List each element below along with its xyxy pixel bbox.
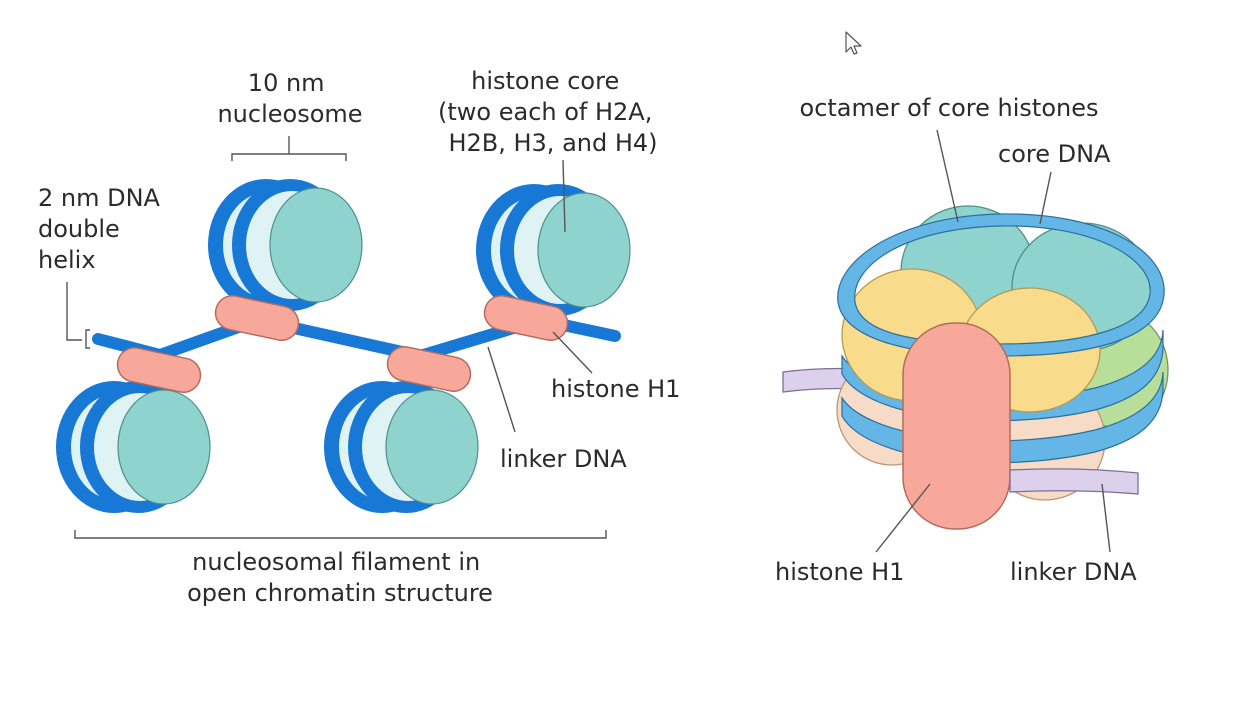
histone-h1-bar bbox=[116, 347, 202, 393]
nucleosome-closeup-panel: octamer of core histones core DNA histon… bbox=[775, 94, 1169, 586]
linker-dna-label-left: linker DNA bbox=[500, 445, 627, 473]
nucleosome-top-left bbox=[207, 178, 363, 312]
dna-helix-label: 2 nm DNA double helix bbox=[38, 184, 168, 274]
nucleosome-label: 10 nm nucleosome bbox=[217, 69, 362, 128]
core-dna-label: core DNA bbox=[998, 140, 1111, 168]
histone-h1-leader-right bbox=[875, 483, 931, 553]
histone-h1-bar bbox=[483, 295, 569, 341]
nucleosome-bottom-left bbox=[55, 380, 211, 514]
histone-h1-label-right: histone H1 bbox=[775, 558, 904, 586]
nucleosome-bracket bbox=[231, 136, 347, 161]
mouse-cursor-icon bbox=[845, 31, 862, 55]
linker-dna-leader bbox=[487, 346, 516, 433]
octamer-label: octamer of core histones bbox=[800, 94, 1099, 122]
nucleosomal-filament-panel: 10 nm nucleosome histone core (two each … bbox=[38, 67, 680, 607]
nucleosome-bottom-right bbox=[323, 380, 479, 514]
linker-dna-front bbox=[1009, 468, 1139, 495]
linker-dna-label-right: linker DNA bbox=[1010, 558, 1137, 586]
histone-h1-block bbox=[902, 322, 1011, 530]
histone-h1-leader bbox=[552, 331, 593, 374]
filament-bracket bbox=[74, 530, 607, 539]
histone-core-label: histone core (two each of H2A, H2B, H3, … bbox=[438, 67, 660, 157]
histone-h1-bar bbox=[386, 346, 472, 392]
histone-h1-label-left: histone H1 bbox=[551, 375, 680, 403]
filament-label: nucleosomal filament in open chromatin s… bbox=[187, 548, 493, 607]
histone-core-leader bbox=[562, 159, 566, 233]
histone-h1-group bbox=[116, 295, 569, 393]
histone-h1-bar bbox=[214, 295, 300, 341]
dna-helix-leader bbox=[66, 282, 90, 349]
linker-dna-leader-right bbox=[1101, 483, 1111, 553]
octamer-leader bbox=[936, 129, 959, 223]
core-dna-leader bbox=[1039, 171, 1052, 225]
